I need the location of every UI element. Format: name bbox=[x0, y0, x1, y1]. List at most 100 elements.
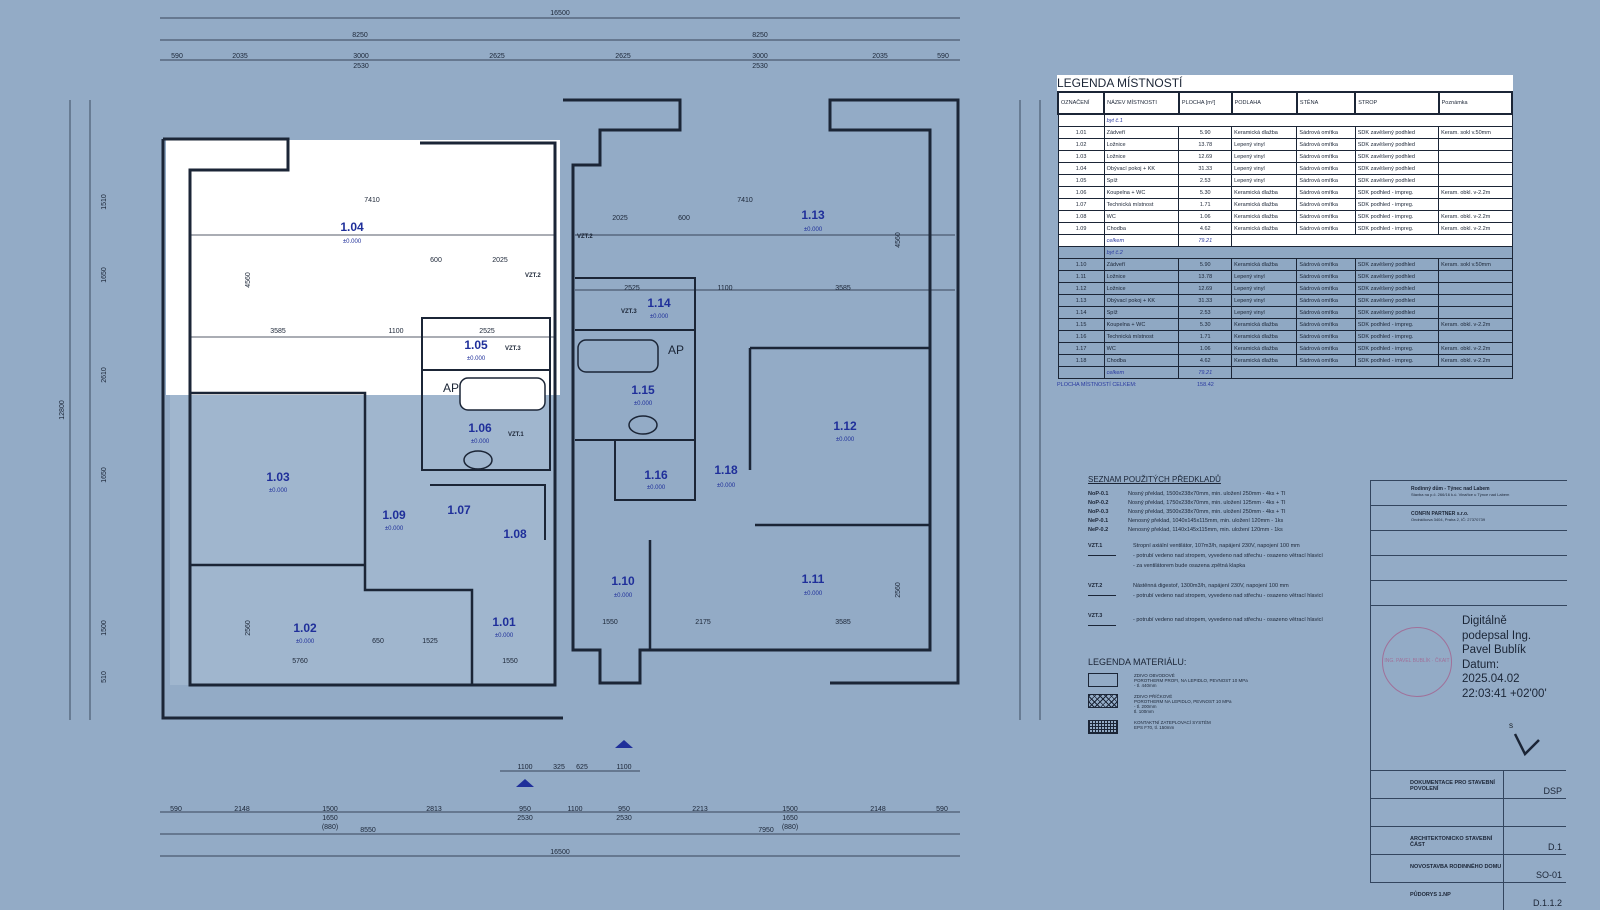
table-cell bbox=[1438, 270, 1513, 283]
room-label: 1.06 bbox=[468, 421, 492, 435]
grand-total: PLOCHA MÍSTNOSTÍ CELKEM:158.42 bbox=[1057, 382, 1513, 388]
dim-text: 1650 bbox=[322, 815, 338, 822]
dim-text: 2025 bbox=[492, 257, 508, 264]
table-cell: 1.02 bbox=[1057, 138, 1105, 151]
dim-text: 590 bbox=[936, 806, 948, 813]
dim-text: 2625 bbox=[615, 53, 631, 60]
dim-text: 2035 bbox=[872, 53, 888, 60]
table-cell: 4.62 bbox=[1178, 354, 1233, 367]
table-cell: Sádrová omítka bbox=[1296, 318, 1356, 331]
room-level: ±0.000 bbox=[717, 483, 736, 489]
table-cell: Keram. obkl. v-2.2m bbox=[1438, 210, 1513, 223]
table-cell: Keramická dlažba bbox=[1231, 198, 1298, 211]
table-cell: 4.62 bbox=[1178, 222, 1233, 235]
col-header: STĚNA bbox=[1295, 91, 1357, 115]
entry-marker-icon bbox=[516, 779, 534, 787]
table-cell: 2.53 bbox=[1178, 174, 1233, 187]
col-header: STROP bbox=[1354, 91, 1440, 115]
table-cell bbox=[1438, 282, 1513, 295]
table-cell: SDK zavěšený podhled bbox=[1354, 162, 1440, 175]
table-cell bbox=[1438, 330, 1513, 343]
table-cell: Ložnice bbox=[1103, 150, 1180, 163]
table-cell: WC bbox=[1103, 210, 1180, 223]
room-label: 1.11 bbox=[802, 572, 825, 586]
table-cell: 1.04 bbox=[1057, 162, 1105, 175]
stage-text: DOKUMENTACE PRO STAVEBNÍ POVOLENÍ bbox=[1410, 780, 1495, 792]
dim-text: (880) bbox=[322, 824, 338, 831]
dim-text: 2148 bbox=[870, 806, 886, 813]
table-cell: SDK podhled - impreg. bbox=[1354, 342, 1440, 355]
table-cell: Keramická dlažba bbox=[1231, 186, 1298, 199]
table-cell: Keram. obkl. v-2.2m bbox=[1438, 342, 1513, 355]
table-cell: SDK podhled - impreg. bbox=[1354, 186, 1440, 199]
table-cell: Lepený vinyl bbox=[1231, 150, 1298, 163]
dim-text: 3585 bbox=[270, 328, 286, 335]
table-cell: Koupelna + WC bbox=[1103, 318, 1180, 331]
room-label: 1.01 bbox=[492, 615, 516, 629]
dim-text: 2530 bbox=[616, 815, 632, 822]
room-level: ±0.000 bbox=[634, 401, 653, 407]
col-header: PODLAHA bbox=[1230, 91, 1298, 115]
dim-text: 600 bbox=[430, 257, 442, 264]
table-cell: 1.03 bbox=[1057, 150, 1105, 163]
dim-text: 1650 bbox=[101, 467, 108, 483]
table-cell: 5.30 bbox=[1178, 318, 1233, 331]
table-cell: Keram. obkl. v-2.2m bbox=[1438, 354, 1513, 367]
dim-text: 2610 bbox=[101, 367, 108, 383]
table-cell: Sádrová omítka bbox=[1296, 270, 1356, 283]
table-cell: Sádrová omítka bbox=[1296, 162, 1356, 175]
table-cell: SDK podhled - impreg. bbox=[1354, 318, 1440, 331]
table-cell: 31.33 bbox=[1178, 294, 1233, 307]
dim-text: 2525 bbox=[624, 285, 640, 292]
table-cell bbox=[1438, 162, 1513, 175]
table-cell: Zádveří bbox=[1103, 258, 1180, 271]
table-cell bbox=[1438, 294, 1513, 307]
unit-header-row: byt č.1 bbox=[1057, 113, 1513, 127]
dim-text: 2560 bbox=[895, 582, 902, 598]
table-cell: Keramická dlažba bbox=[1231, 354, 1298, 367]
vzt-tag: VZT.3 bbox=[621, 309, 637, 315]
highlight-area bbox=[166, 140, 560, 395]
table-cell: Ložnice bbox=[1103, 282, 1180, 295]
room-level: ±0.000 bbox=[804, 227, 823, 233]
table-cell bbox=[1438, 198, 1513, 211]
engineer-stamp: ING. PAVEL BUBLÍK · ČKAIT bbox=[1382, 627, 1452, 697]
object-text: NOVOSTAVBA RODINNÉHO DOMU bbox=[1410, 864, 1502, 870]
table-cell: Keram. obkl. v-2.2m bbox=[1438, 318, 1513, 331]
dim-text: 2525 bbox=[479, 328, 495, 335]
table-cell: 1.71 bbox=[1178, 198, 1233, 211]
dim-text: 8250 bbox=[352, 32, 368, 39]
table-cell: 1.05 bbox=[1057, 174, 1105, 187]
dim-text: 2530 bbox=[517, 815, 533, 822]
table-cell: SDK podhled - impreg. bbox=[1354, 330, 1440, 343]
table-cell: 12.69 bbox=[1178, 282, 1233, 295]
room-label: 1.02 bbox=[293, 621, 317, 635]
table-cell: SDK zavěšený podhled bbox=[1354, 150, 1440, 163]
table-cell: Keramická dlažba bbox=[1231, 318, 1298, 331]
room-level: ±0.000 bbox=[650, 314, 669, 320]
col-header: OZNAČENÍ bbox=[1056, 91, 1106, 115]
table-cell: Sádrová omítka bbox=[1296, 294, 1356, 307]
table-cell: Technická místnost bbox=[1103, 198, 1180, 211]
room-level: ±0.000 bbox=[647, 485, 666, 491]
table-cell: 12.69 bbox=[1178, 150, 1233, 163]
room-level: ±0.000 bbox=[385, 526, 404, 532]
room-label: 1.18 bbox=[714, 463, 738, 477]
table-cell: Sádrová omítka bbox=[1296, 150, 1356, 163]
table-cell: Keramická dlažba bbox=[1231, 258, 1298, 271]
table-cell: Sádrová omítka bbox=[1296, 126, 1356, 139]
room-legend-table: OZNAČENÍ NÁZEV MÍSTNOSTI PLOCHA [m²] POD… bbox=[1056, 91, 1514, 379]
